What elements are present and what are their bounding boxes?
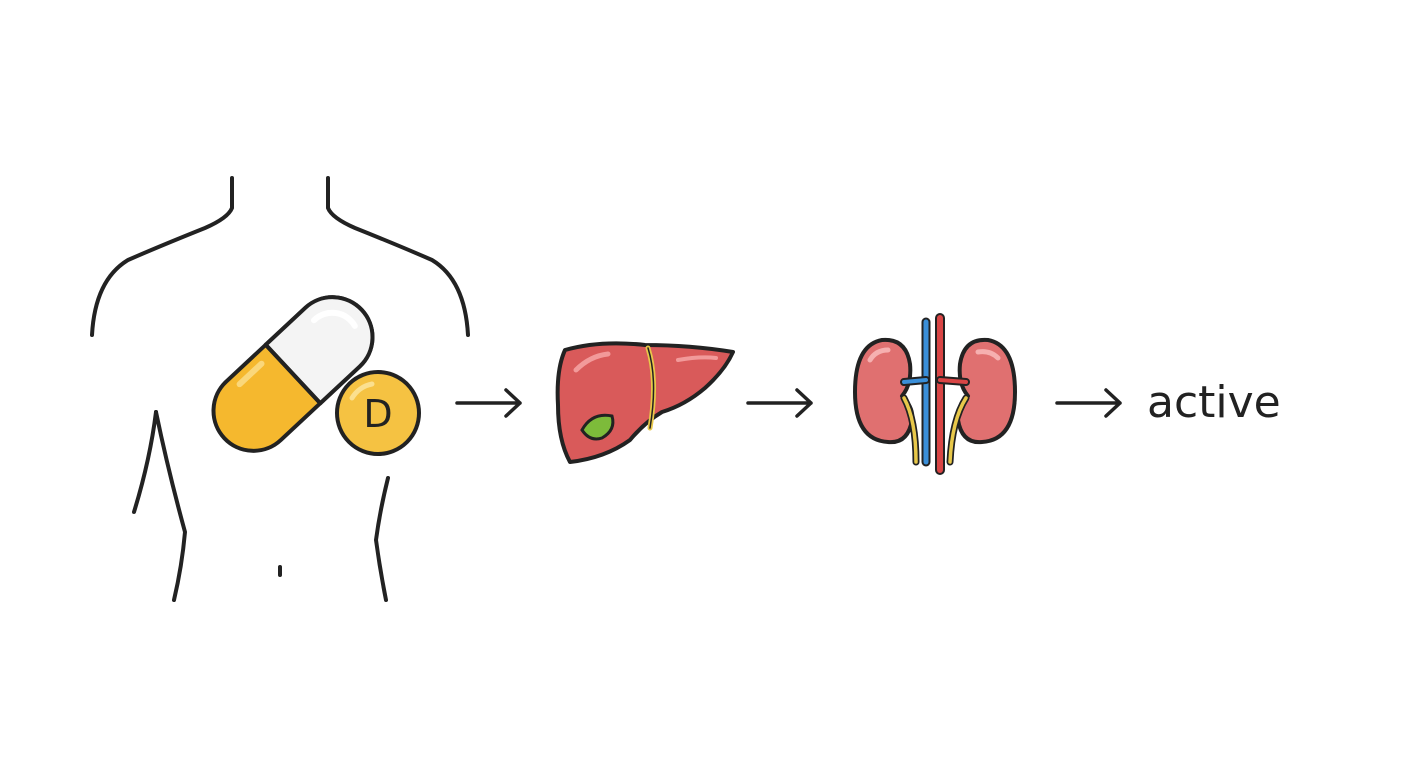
arrow-right-icon	[746, 388, 813, 418]
kidneys-icon	[853, 313, 1017, 475]
capsule-icon	[211, 295, 375, 453]
liver-icon	[555, 341, 735, 464]
arrow-right-icon	[455, 388, 522, 418]
arrow-right-icon	[1055, 388, 1122, 418]
vitamin-letter: D	[363, 392, 392, 436]
torso-outline-icon	[90, 176, 470, 602]
result-label: active	[1147, 377, 1281, 428]
vitamin-d-badge-icon: D	[335, 370, 421, 456]
